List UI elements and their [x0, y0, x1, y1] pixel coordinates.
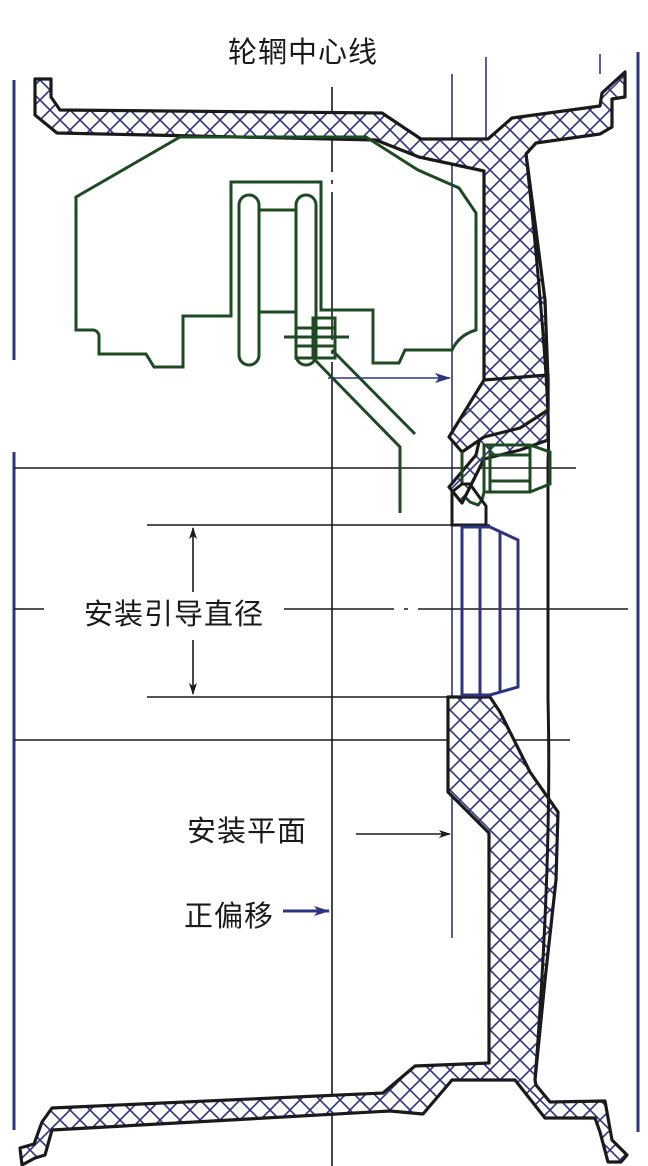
rim-centerline-label: 轮辋中心线	[228, 35, 379, 69]
lug-nut	[464, 443, 552, 507]
positive-offset-label: 正偏移	[184, 899, 275, 933]
hub-pilot	[450, 482, 488, 527]
brake-pad-left	[237, 193, 261, 367]
mounting-pilot-diameter-label: 安装引导直径	[84, 597, 265, 631]
upper-spoke-section	[447, 373, 550, 454]
brake-pad-right	[294, 193, 318, 367]
center-bore	[460, 525, 520, 697]
lug-nut-body	[482, 443, 492, 494]
wheel-outer-face	[524, 153, 551, 1081]
lower-spoke-section	[18, 695, 629, 1166]
mounting-plane-label: 安装平面	[187, 814, 308, 848]
brake-caliper-outline	[74, 135, 478, 369]
brake-rotor-inner	[330, 348, 417, 436]
